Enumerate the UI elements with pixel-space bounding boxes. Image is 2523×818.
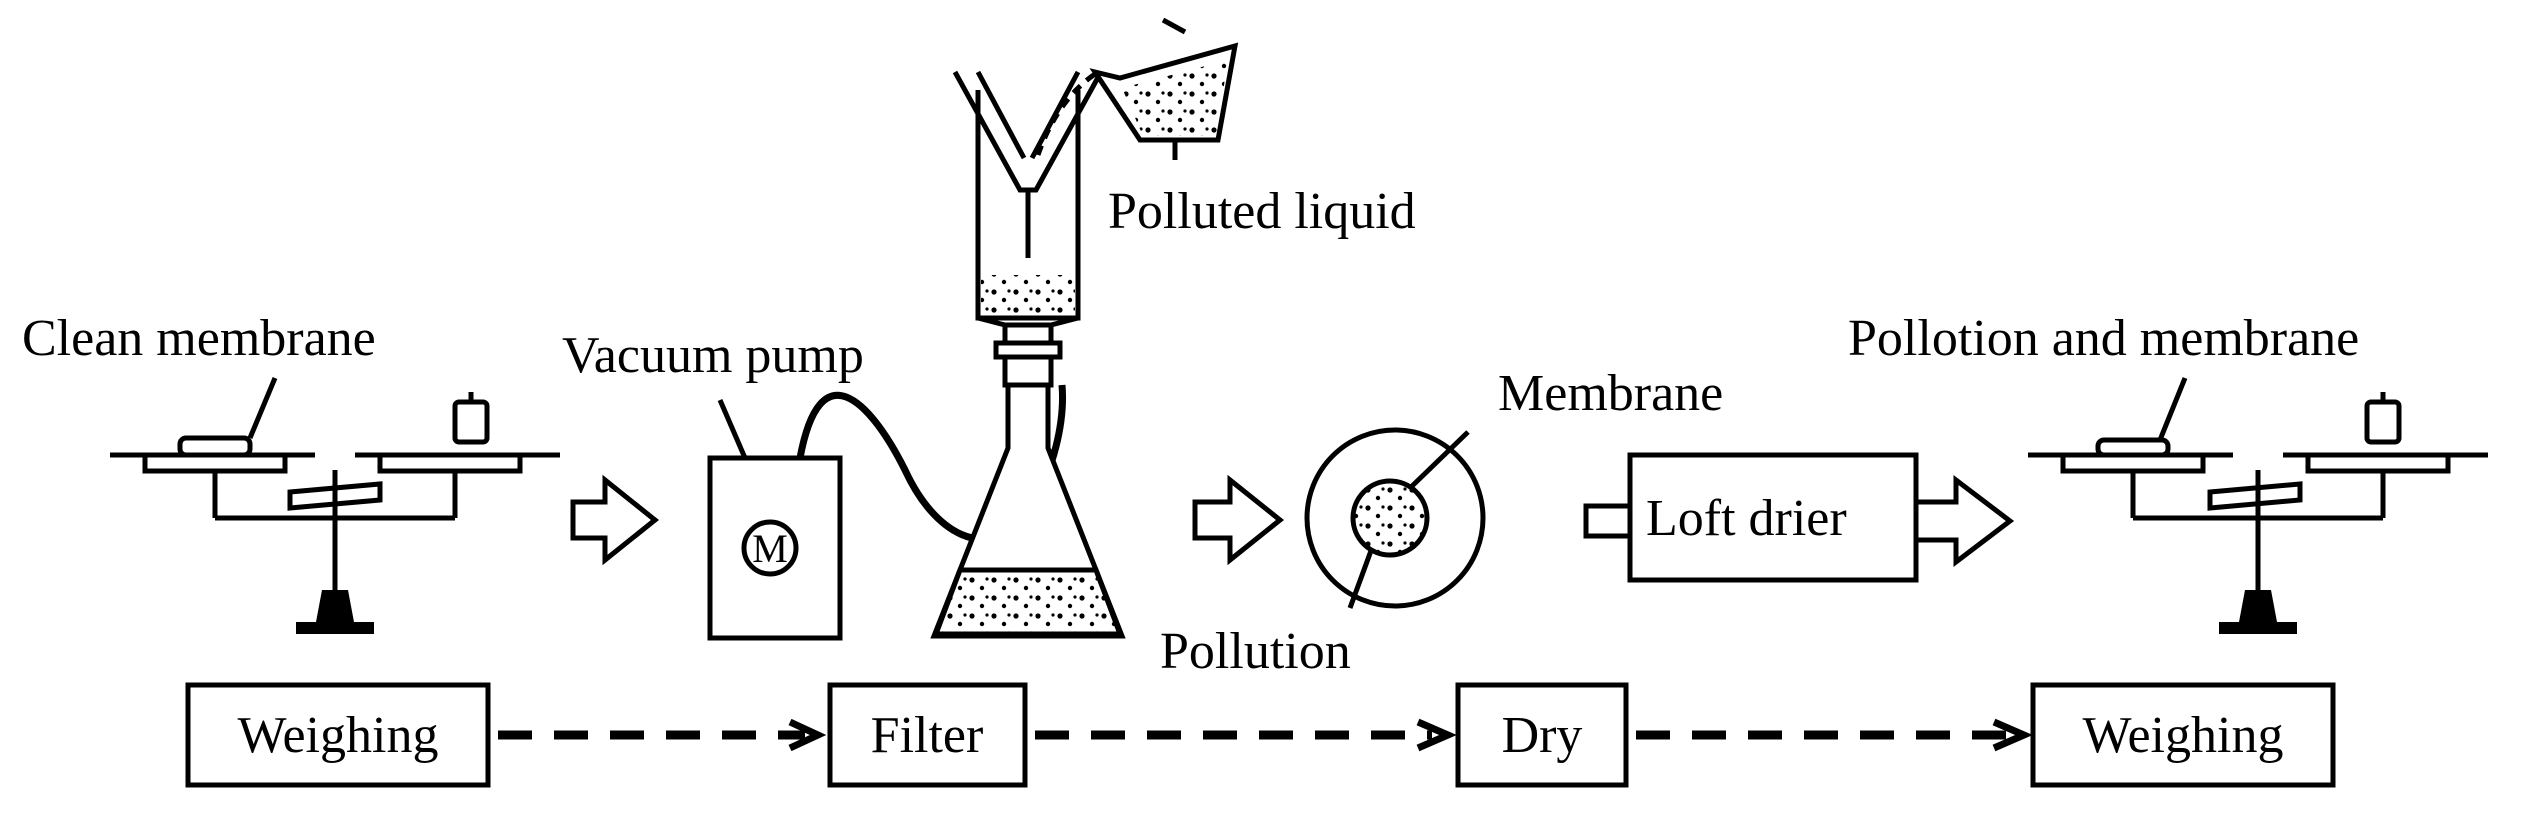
step-filter: Filter <box>827 682 1028 788</box>
balance-right <box>2028 377 2488 634</box>
pouring-beaker <box>1089 17 1239 160</box>
step-weighing-2: Weighing <box>2030 682 2336 788</box>
step-label: Dry <box>1502 707 1583 764</box>
dashed-arrow-1 <box>498 718 827 752</box>
process-arrow-2 <box>1192 474 1285 566</box>
pump-motor-symbol: M <box>752 526 788 571</box>
step-weighing-1: Weighing <box>185 682 491 788</box>
vacuum-pump-label: Vacuum pump <box>562 327 864 384</box>
membrane-disk <box>1304 427 1486 609</box>
loft-drier-label: Loft drier <box>1646 490 1847 547</box>
loft-drier <box>1583 452 2015 583</box>
step-label: Filter <box>871 707 984 764</box>
pollution-label: Pollution <box>1160 623 1351 680</box>
balance-left <box>110 377 560 634</box>
step-label: Weighing <box>2083 707 2284 764</box>
dashed-arrow-3 <box>1636 718 2033 752</box>
dashed-arrow-2 <box>1035 718 1457 752</box>
pollution-and-membrane-label: Pollotion and membrane <box>1848 310 2359 367</box>
filter-apparatus <box>930 69 1126 639</box>
vacuum-pump: M <box>707 399 843 641</box>
step-label: Weighing <box>238 707 439 764</box>
process-arrow-1 <box>570 474 660 566</box>
membrane-label: Membrane <box>1498 365 1723 422</box>
step-dry: Dry <box>1455 682 1629 788</box>
clean-membrane-label: Clean membrane <box>22 310 376 367</box>
polluted-liquid-label: Polluted liquid <box>1108 183 1416 240</box>
